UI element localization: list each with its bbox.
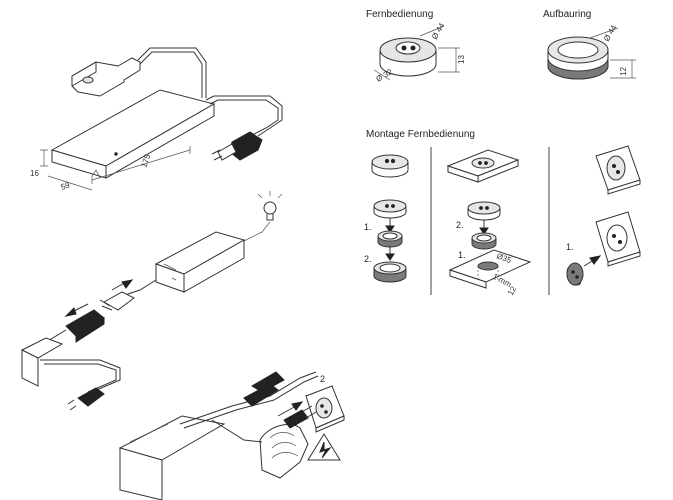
driver-length-label: 175 [139,153,152,169]
inner-ring-2 [471,232,497,250]
remote-part [373,199,407,219]
remote-handheld [566,262,584,286]
driver-connection-illustration [20,231,263,411]
electric-warning-icon [307,433,341,461]
inline-connector [243,371,285,407]
ring-height-label: 12 [619,67,628,76]
wall-socket-plate [595,211,641,267]
panel-with-remote [446,149,520,183]
female-plug [71,57,141,97]
light-bulb-icon [257,191,283,233]
col2-step2-label: 2. [456,220,464,230]
remote-part-2 [467,201,501,221]
mount-step-ring-column: 1. 2. [364,154,409,283]
wall-socket-illustration: 2 [118,371,345,500]
ring-drawing: 12 Ø 44 [547,23,636,80]
mount-step-wall-column: 1. [566,145,641,286]
remote-assembled [371,154,409,178]
connector-female [65,309,105,343]
hand-inserting-plug [259,405,317,479]
connector-male [99,291,135,311]
wall-socket [305,385,345,433]
led-driver-box [50,89,216,179]
remote-drawing: 13 Ø 44 Ø 32 [373,21,466,84]
ring-title: Aufbauring [543,9,591,20]
driver-width-label: 59 [60,180,72,192]
col2-step1-label: 1. [458,250,466,260]
wall-plate-with-remote [595,145,641,195]
connect-arrows [64,279,134,317]
led-driver-top-illustration: 175 59 16 [30,47,283,192]
remote-diameter-top-label: Ø 44 [430,21,447,41]
mounting-title: Montage Fernbedienung [366,129,475,140]
male-plug-top [211,131,263,161]
socket-step-label: 2 [320,374,325,384]
driver-height-label: 16 [30,169,39,178]
mount-step-panel-column: 2. 1. Ø35 1 mm 12 [446,149,532,297]
remote-title: Fernbedienung [366,9,433,20]
driver-dimensions: 175 59 16 [30,146,191,192]
inner-ring [377,230,403,248]
col1-step2-label: 2. [364,254,372,264]
col3-step1-label: 1. [566,242,574,252]
male-plug-lower [67,387,105,411]
surface-ring [373,261,407,283]
remote-height-label: 13 [457,55,466,64]
led-driver-small [154,231,246,293]
col1-step1-label: 1. [364,222,372,232]
ring-diameter-label: Ø 44 [602,23,619,43]
panel-cutout [448,249,532,289]
